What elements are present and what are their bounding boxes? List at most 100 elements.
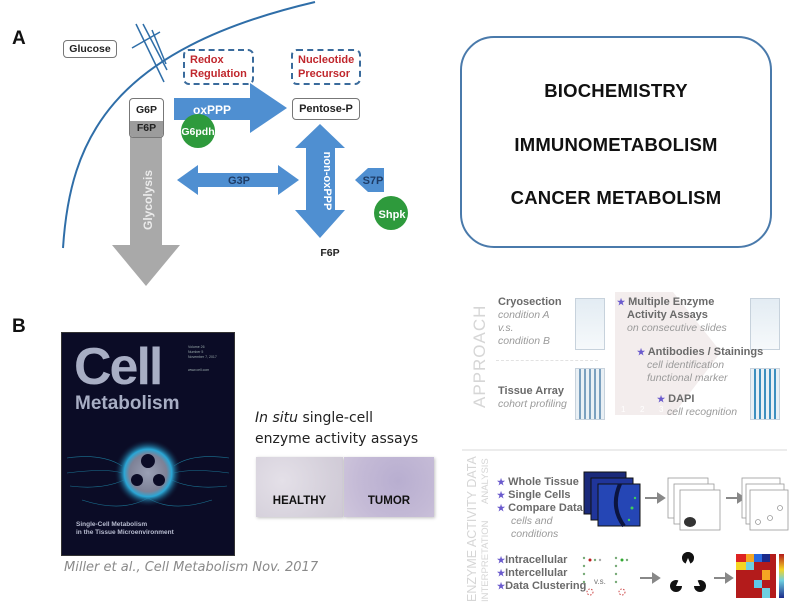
g6p-label: G6P [135, 104, 157, 116]
g6pdh-label: G6pdh [181, 126, 214, 138]
cover-cell-artwork [66, 439, 230, 507]
interp-item: Intracellular [505, 554, 568, 566]
f6p-top-label: F6P [130, 121, 163, 137]
cover-vol-line: November 7, 2017 [188, 355, 217, 359]
g3p-label: G3P [228, 175, 250, 187]
cover-volume-info: Volume 26 Number 5 November 7, 2017 www.… [188, 345, 217, 373]
panel-b-label: B [12, 316, 26, 337]
step-3-dapi: ★ DAPI cell recognition [657, 393, 737, 419]
vs-label: v.s. [594, 577, 606, 586]
shpk-label: Shpk [379, 209, 407, 221]
star-icon: ★ [497, 503, 506, 513]
glycolysis-arrow [112, 135, 180, 286]
cover-subtitle-line: Single-Cell Metabolism [76, 521, 148, 528]
tissue-array-block: Tissue Array cohort profiling [498, 385, 567, 411]
step-2-antibodies: ★ Antibodies / Stainings cell identifica… [637, 346, 763, 385]
star-icon: ★ [497, 477, 506, 487]
star-icon: ★ [657, 394, 666, 404]
step-number-2: 2 [640, 405, 645, 414]
arrow-icon [714, 572, 734, 584]
analysis-item: Single Cells [508, 489, 571, 501]
step-number-1: 1 [621, 405, 626, 414]
approach-section: APPROACH 1 2 3 Cryosection condition A v… [460, 290, 789, 440]
tumor-label: TUMOR [367, 495, 411, 507]
interp-item: Data Clustering [505, 580, 587, 592]
redox-line-1: Redox [190, 54, 224, 66]
interpretation-side-label: INTERPRETATION [480, 520, 491, 602]
cell-dot-scheme-b [614, 556, 629, 596]
cover-title-metabolism: Metabolism [75, 393, 180, 414]
journal-cover: Cell Metabolism Volume 26 Number 5 Novem… [61, 332, 235, 556]
g6p-f6p-box: G6P F6P [129, 98, 164, 138]
step-1-title-2: Activity Assays [627, 309, 708, 321]
insitu-caption: In situ single-cell enzyme activity assa… [255, 408, 418, 450]
step-2-desc: cell identification [647, 359, 725, 371]
cover-subtitle-line: in the Tissue Microenvironment [76, 529, 174, 536]
shpk-enzyme [374, 196, 408, 230]
arrow-icon [726, 492, 746, 504]
oxppp-label: oxPPP [193, 103, 231, 117]
redox-regulation-box: Redox Regulation [183, 49, 254, 85]
tissue-array-title: Tissue Array [498, 385, 565, 397]
approach-steps-arrow: 1 2 3 [615, 292, 721, 415]
glucose-transporter-icon [131, 23, 168, 83]
cryosection-line: condition A [498, 309, 550, 321]
cell-membrane [62, 1, 316, 249]
analysis-side-label: ANALYSIS [480, 458, 491, 504]
tissue-image-tumor: TUMOR [344, 457, 434, 517]
step-2-desc: functional marker [647, 372, 728, 384]
healthy-label: HEALTHY [272, 495, 327, 507]
scatter-plot-stack [667, 477, 721, 531]
insitu-line-2: enzyme activity assays [255, 431, 419, 447]
analysis-item: Compare Data [508, 502, 583, 514]
non-oxppp-double-arrow [295, 124, 345, 238]
cover-subtitle: Single-Cell Metabolism in the Tissue Mic… [76, 521, 174, 537]
fluorescence-image-stack [583, 471, 641, 528]
slide-stained-icon [750, 298, 780, 350]
step-1-desc: on consecutive slides [627, 322, 727, 334]
nucleotide-precursor-box: Nucleotide Precursor [291, 49, 362, 85]
pathway-diagram: oxPPP G6pdh G3P non-oxPPP Glycolysis S7P… [62, 1, 408, 286]
topic-immunometabolism: IMMUNOMETABOLISM [514, 134, 718, 155]
cryosection-title: Cryosection [498, 296, 562, 308]
nucleotide-line-1: Nucleotide [298, 54, 355, 66]
cover-title-cell: Cell [74, 338, 163, 396]
star-icon: ★ [617, 297, 626, 307]
slide-dapi-icon [750, 368, 780, 420]
insitu-rest: single-cell [298, 410, 374, 426]
topic-biochemistry: BIOCHEMISTRY [544, 80, 688, 101]
cover-vol-line: Number 5 [188, 350, 204, 354]
slide-array-icon [575, 368, 605, 420]
tissue-image-healthy: HEALTHY [256, 457, 343, 517]
step-3-title: DAPI [668, 393, 695, 405]
glycolysis-label: Glycolysis [141, 170, 155, 230]
analysis-note: conditions [511, 528, 559, 540]
nucleotide-line-2: Precursor [298, 68, 350, 80]
arrow-icon [645, 492, 666, 504]
approach-side-label: APPROACH [470, 304, 489, 408]
tissue-array-line: cohort profiling [498, 398, 567, 410]
step-2-title: Antibodies / Stainings [647, 346, 764, 358]
enzyme-data-section: ENZYME ACTIVITY DATA ANALYSIS INTERPRETA… [460, 452, 789, 604]
star-icon: ★ [497, 490, 506, 500]
g6pdh-enzyme [181, 114, 215, 148]
boxplot-stack [741, 477, 789, 531]
cover-vol-line: Volume 26 [188, 345, 205, 349]
analysis-list: ★ Whole Tissue ★ Single Cells ★ Compare … [497, 476, 583, 541]
cryosection-block: Cryosection condition A v.s. condition B [498, 296, 562, 348]
f6p-bottom-label: F6P [320, 247, 339, 259]
star-icon: ★ [497, 581, 506, 591]
section-divider [462, 449, 787, 451]
star-icon: ★ [497, 568, 506, 578]
step-number-3: 3 [659, 405, 664, 414]
clustering-heatmap [736, 554, 784, 598]
non-oxppp-label: non-oxPPP [321, 152, 333, 211]
dash-divider [496, 360, 598, 361]
topic-cancer-metabolism: CANCER METABOLISM [510, 187, 722, 208]
star-icon: ★ [637, 347, 646, 357]
enzyme-data-side-label: ENZYME ACTIVITY DATA [465, 456, 479, 602]
s7p-label: S7P [363, 175, 384, 187]
glucose-box: Glucose [63, 40, 117, 58]
s7p-arrow [355, 168, 384, 192]
interp-item: Intercellular [505, 567, 568, 579]
